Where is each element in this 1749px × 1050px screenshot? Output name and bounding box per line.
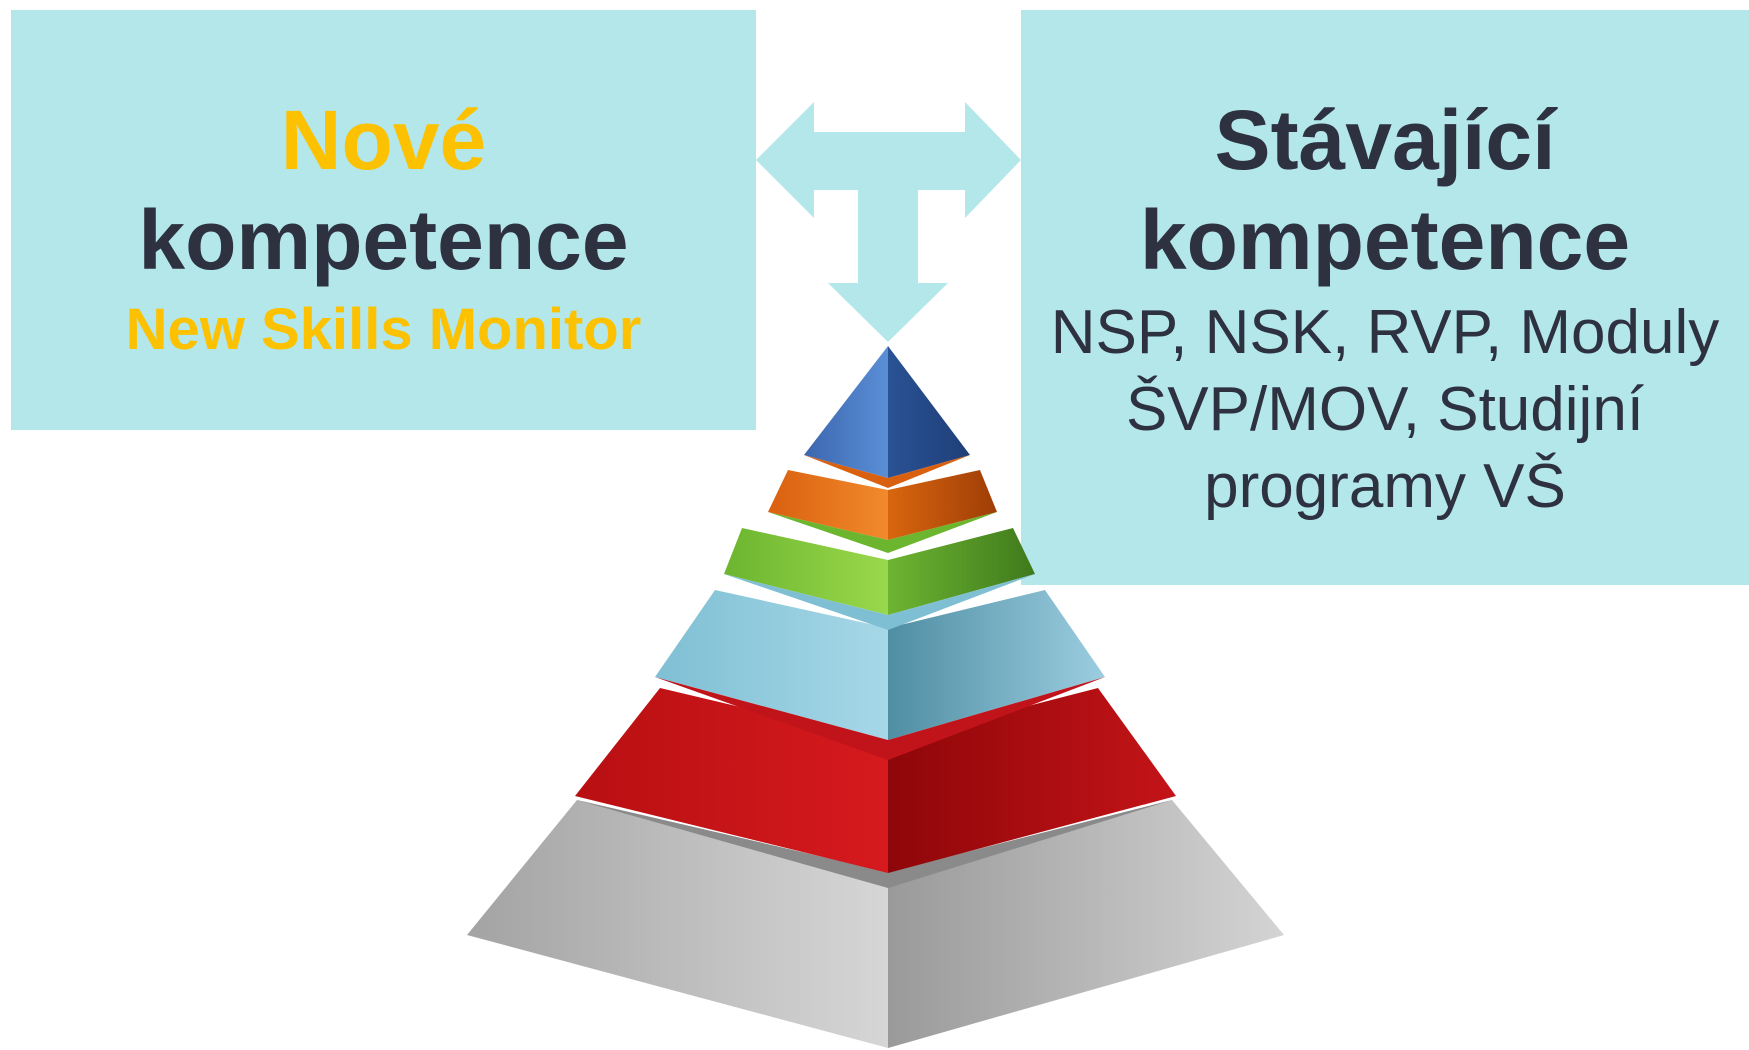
pyramid-level-3 — [724, 528, 1035, 630]
t-arrow-icon — [756, 102, 1021, 342]
pyramid-level-4 — [655, 590, 1105, 760]
existing-competences-box: Stávající kompetence NSP, NSK, RVP, Modu… — [1021, 10, 1749, 585]
existing-competences-title-line2: kompetence — [1139, 193, 1631, 287]
new-competences-title-line2: kompetence — [138, 193, 629, 287]
pyramid-level-1 — [804, 346, 970, 488]
pyramid-level-2 — [768, 470, 997, 553]
existing-competences-title-line1: Stávající — [1214, 93, 1556, 187]
existing-competences-line-2: ŠVP/MOV, Studijní — [1125, 375, 1645, 444]
pyramid-level-5 — [575, 688, 1176, 873]
existing-competences-line-1: NSP, NSK, RVP, Moduly — [1050, 298, 1720, 367]
new-skills-monitor-label: New Skills Monitor — [125, 297, 642, 362]
new-competences-box: Nové kompetence New Skills Monitor — [11, 10, 756, 430]
pyramid-level-6 — [467, 800, 1284, 1048]
new-competences-title-line1: Nové — [280, 93, 487, 187]
existing-competences-line-3: programy VŠ — [1204, 452, 1566, 521]
